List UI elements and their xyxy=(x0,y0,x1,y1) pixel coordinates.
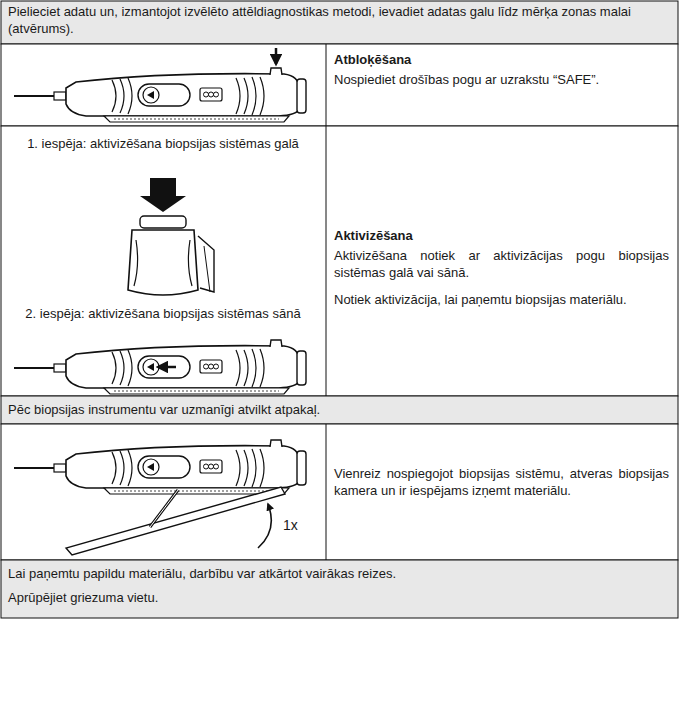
device-open-chamber xyxy=(14,440,306,555)
option-caption: 1. iespēja: aktivizēšana biopsijas sistē… xyxy=(20,136,306,153)
device-end-view-part xyxy=(204,246,210,292)
table-grid-part xyxy=(1,44,678,126)
device-end-view-part xyxy=(134,240,192,286)
step-heading: Atbloķēšana xyxy=(334,52,669,69)
device-end-view xyxy=(128,178,214,295)
device-open-chamber-part xyxy=(14,440,306,494)
step-heading: Aktivizēšana xyxy=(334,228,669,245)
device-side-activation-part xyxy=(158,366,176,369)
device-open-chamber-part xyxy=(150,490,178,527)
table-grid xyxy=(1,1,678,618)
table-grid-part xyxy=(1,396,678,424)
table-grid-part xyxy=(326,424,327,560)
option-caption: 2. iespēja: aktivizēšana biopsijas sistē… xyxy=(20,306,306,323)
table-grid-part xyxy=(1,560,678,618)
device-end-view-part xyxy=(140,216,186,228)
device-end-view-part xyxy=(198,236,214,292)
instruction-text: Pielieciet adatu un, izmantojot izvēlēto… xyxy=(8,4,671,38)
device-side-activation-part xyxy=(14,340,306,394)
device-end-view-part xyxy=(140,178,186,212)
table-grid-part xyxy=(326,44,327,396)
device-side-activation xyxy=(14,340,306,394)
instruction-text: Pēc biopsijas instrumentu var uzmanīgi a… xyxy=(8,402,671,419)
table-grid-part xyxy=(1,1,678,44)
instruction-text: Aprūpējiet griezuma vietu. xyxy=(8,590,671,607)
device-open-chamber-part xyxy=(66,487,285,555)
step-text: Notiek aktivizācija, lai paņemtu biopsij… xyxy=(334,292,669,309)
device-unlock-part xyxy=(14,68,306,122)
instruction-text: Lai paņemtu papildu materiālu, darbību v… xyxy=(8,566,671,583)
device-end-view-part xyxy=(128,230,198,295)
device-open-chamber-part xyxy=(150,490,178,527)
table-grid-part xyxy=(1,126,678,396)
table-grid-part xyxy=(1,424,678,560)
device-open-chamber-part xyxy=(258,504,271,548)
device-unlock-part xyxy=(275,48,278,64)
device-unlock xyxy=(14,48,306,122)
step-text: Aktivizēšana notiek ar aktivizācijas pog… xyxy=(334,248,669,282)
step-text: Nospiediet drošības pogu ar uzrakstu “SA… xyxy=(334,72,669,89)
repeat-count: 1x xyxy=(283,516,313,534)
step-text: Vienreiz nospiegojot biopsijas sistēmu, … xyxy=(334,466,669,500)
